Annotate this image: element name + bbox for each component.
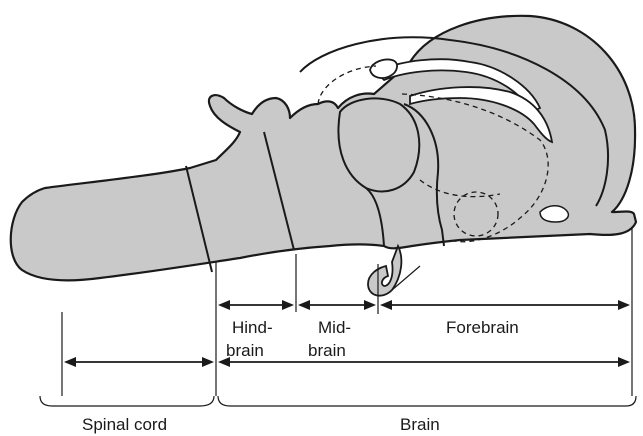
spinal-cord-label: Spinal cord [82,415,167,434]
midbrain-arrowhead-left [298,300,310,310]
spinal-arrowhead-left [64,357,76,367]
hindbrain-label-line2: brain [226,341,264,360]
forebrain-arrowhead-right [618,300,630,310]
midbrain-label-line1: Mid- [318,318,351,337]
midbrain-label-line2: brain [308,341,346,360]
spinal-arrowhead-right [202,357,214,367]
midbrain-arrowhead-right [364,300,376,310]
spinal-cord-bracket [40,396,214,406]
right-lower-bump [540,206,568,222]
forebrain-arrowhead-left [380,300,392,310]
hindbrain-arrowhead-right [282,300,294,310]
hindbrain-label-line1: Hind- [232,318,273,337]
forebrain-label: Forebrain [446,318,519,337]
brain-label: Brain [400,415,440,434]
brain-bracket [218,396,636,406]
infundibulum-hook [368,246,401,296]
hindbrain-arrowhead-left [218,300,230,310]
brain-arrowhead-right [618,357,630,367]
